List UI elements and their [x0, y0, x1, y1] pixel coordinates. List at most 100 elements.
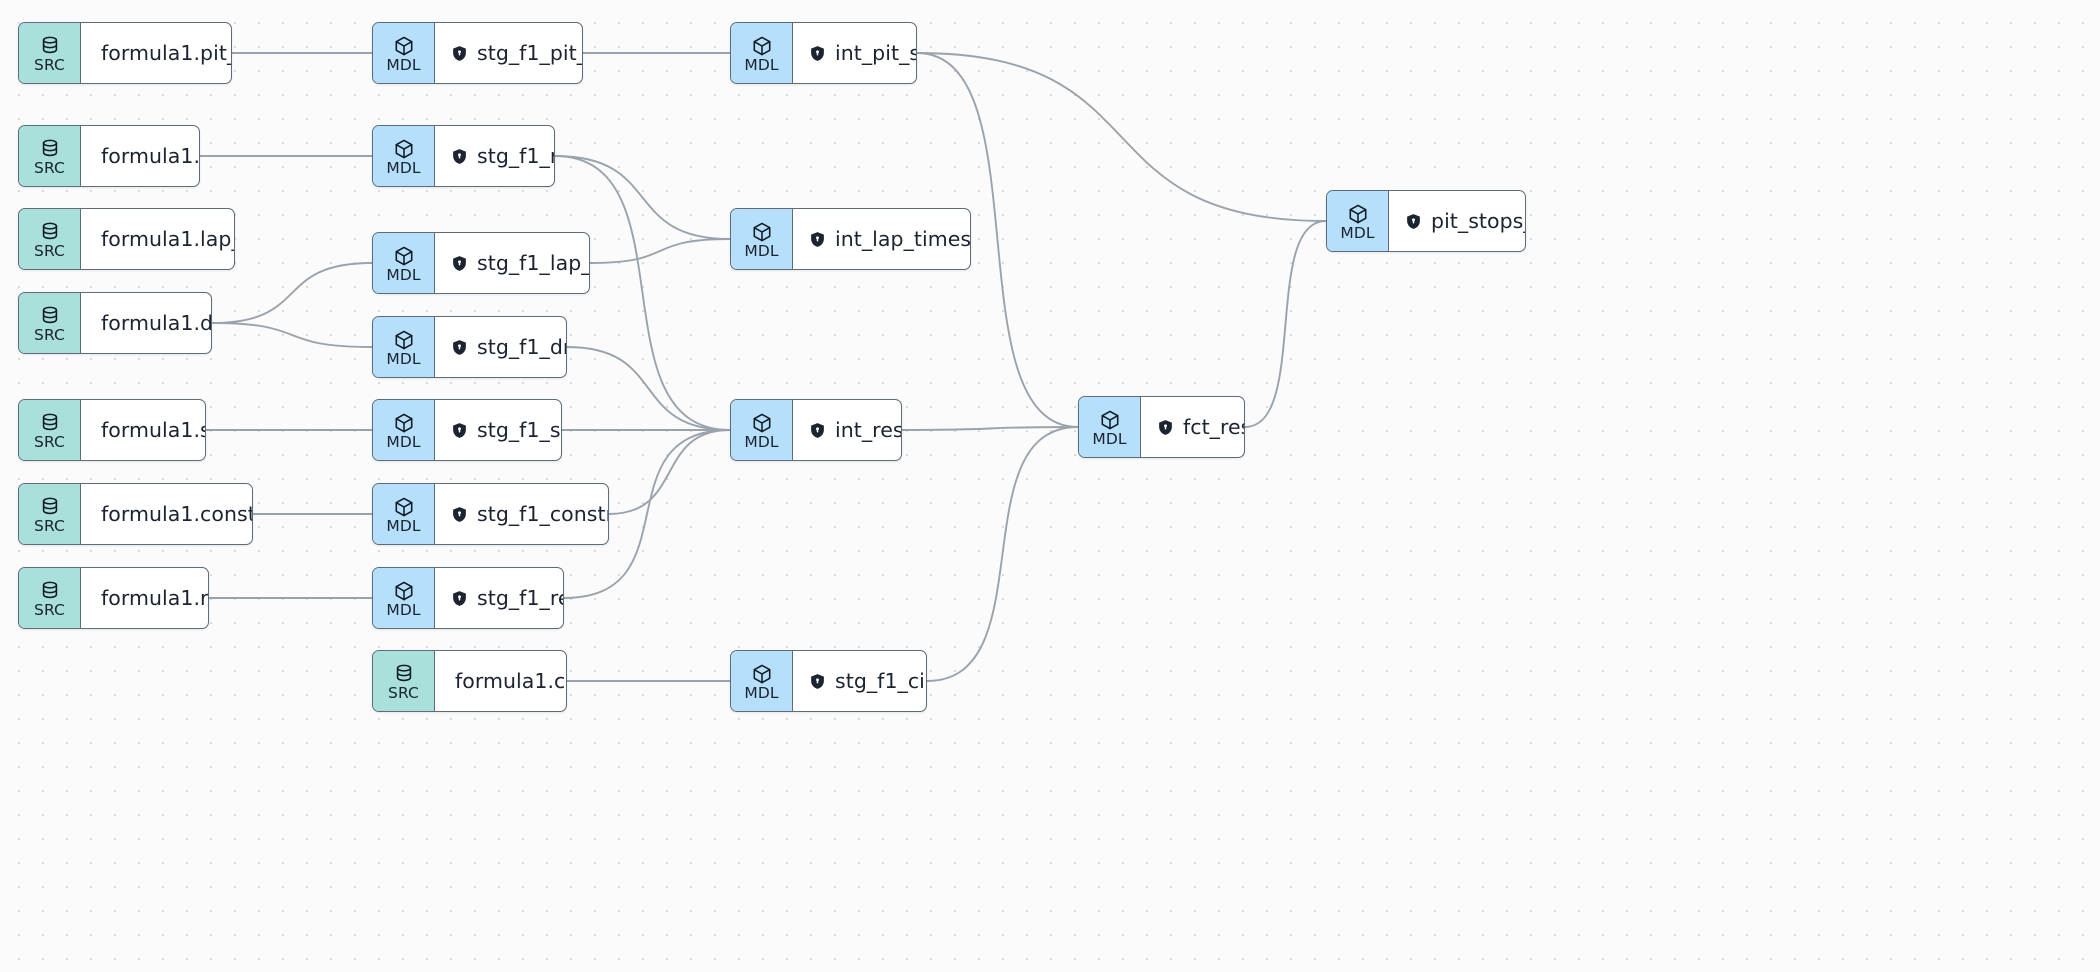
node-type-label: SRC [388, 683, 419, 702]
node-body[interactable]: stg_f1_lap_times [435, 233, 589, 293]
node-type-label: MDL [1340, 223, 1375, 242]
node-body[interactable]: formula1.constructors [81, 484, 252, 544]
node-type-label: SRC [34, 516, 65, 535]
edge-fct_results-to-pit_stops_joined [1244, 220, 1327, 428]
node-body[interactable]: formula1.drivers [81, 293, 212, 353]
node-label: formula1.lap_times [101, 226, 234, 251]
node-body[interactable]: int_pit_stops [793, 23, 916, 83]
node-body[interactable]: stg_f1_results [435, 568, 563, 628]
node-body[interactable]: stg_f1_pit_stops [435, 23, 582, 83]
node-body[interactable]: int_lap_times_years [793, 209, 971, 269]
lineage-node-src_status[interactable]: SRC formula1.status [18, 399, 206, 461]
edge-int_pit_stops-to-pit_stops_joined [916, 52, 1327, 222]
database-cylinder-icon [39, 496, 61, 518]
lineage-node-fct_results[interactable]: MDL fct_results [1078, 396, 1245, 458]
lineage-node-src_lap_times[interactable]: SRC formula1.lap_times [18, 208, 235, 270]
node-body[interactable]: formula1.circuits [435, 651, 566, 711]
node-body[interactable]: stg_f1_circuits [793, 651, 926, 711]
node-type-label: MDL [386, 55, 421, 74]
shield-lock-icon [451, 506, 468, 523]
lineage-node-int_pit_stops[interactable]: MDL int_pit_stops [730, 22, 917, 84]
shield-lock-icon [1405, 213, 1422, 230]
node-type-label: MDL [386, 349, 421, 368]
node-type-badge: MDL [731, 209, 793, 269]
database-cylinder-icon [39, 580, 61, 602]
cube-icon [751, 221, 773, 243]
lineage-node-stg_pit_stops[interactable]: MDL stg_f1_pit_stops [372, 22, 583, 84]
lineage-node-stg_circuits[interactable]: MDL stg_f1_circuits [730, 650, 927, 712]
node-label: int_pit_stops [835, 40, 916, 65]
lineage-node-stg_lap_times[interactable]: MDL stg_f1_lap_times [372, 232, 590, 294]
node-body[interactable]: formula1.pit_stops [81, 23, 231, 83]
node-type-label: MDL [744, 55, 779, 74]
lineage-node-int_lap_times_years[interactable]: MDL int_lap_times_years [730, 208, 971, 270]
node-type-badge: SRC [19, 126, 81, 186]
node-type-label: SRC [34, 600, 65, 619]
node-body[interactable]: stg_f1_races [435, 126, 554, 186]
cube-icon [1347, 203, 1369, 225]
node-type-badge: MDL [731, 23, 793, 83]
lineage-node-src_drivers[interactable]: SRC formula1.drivers [18, 292, 212, 354]
node-type-label: MDL [386, 600, 421, 619]
node-body[interactable]: stg_f1_drivers [435, 317, 566, 377]
cube-icon [751, 35, 773, 57]
node-type-label: MDL [386, 432, 421, 451]
node-type-label: MDL [744, 241, 779, 260]
node-body[interactable]: formula1.lap_times [81, 209, 234, 269]
lineage-node-src_races[interactable]: SRC formula1.races [18, 125, 200, 187]
node-label: pit_stops_joined [1431, 208, 1525, 233]
database-cylinder-icon [39, 305, 61, 327]
node-label: stg_f1_races [477, 143, 554, 168]
node-body[interactable]: pit_stops_joined [1389, 191, 1525, 251]
shield-lock-icon [809, 231, 826, 248]
lineage-node-stg_results[interactable]: MDL stg_f1_results [372, 567, 564, 629]
lineage-node-stg_races[interactable]: MDL stg_f1_races [372, 125, 555, 187]
cube-icon [1099, 409, 1121, 431]
lineage-node-src_pit_stops[interactable]: SRC formula1.pit_stops [18, 22, 232, 84]
node-body[interactable]: fct_results [1141, 397, 1244, 457]
node-label: formula1.constructors [101, 501, 252, 526]
shield-lock-icon [809, 45, 826, 62]
node-type-badge: SRC [19, 23, 81, 83]
cube-icon [393, 35, 415, 57]
cube-icon [751, 412, 773, 434]
node-body[interactable]: int_results [793, 400, 901, 460]
lineage-node-pit_stops_joined[interactable]: MDL pit_stops_joined [1326, 190, 1526, 252]
node-body[interactable]: formula1.status [81, 400, 205, 460]
shield-lock-icon [451, 590, 468, 607]
node-type-badge: SRC [19, 484, 81, 544]
node-body[interactable]: stg_f1_status [435, 400, 561, 460]
edge-stg_circuits-to-fct_results [926, 426, 1079, 682]
lineage-node-stg_drivers[interactable]: MDL stg_f1_drivers [372, 316, 567, 378]
lineage-node-stg_status[interactable]: MDL stg_f1_status [372, 399, 562, 461]
node-type-badge: MDL [373, 317, 435, 377]
node-label: fct_results [1183, 414, 1244, 439]
node-type-label: MDL [744, 683, 779, 702]
node-type-label: MDL [386, 516, 421, 535]
lineage-node-src_constructors[interactable]: SRC formula1.constructors [18, 483, 253, 545]
edge-stg_drivers-to-int_results [566, 346, 731, 431]
node-type-label: MDL [744, 432, 779, 451]
cube-icon [393, 245, 415, 267]
node-type-label: SRC [34, 325, 65, 344]
node-label: formula1.circuits [455, 668, 566, 693]
node-type-badge: MDL [373, 126, 435, 186]
node-label: stg_f1_pit_stops [477, 40, 582, 65]
lineage-node-src_results[interactable]: SRC formula1.results [18, 567, 209, 629]
node-body[interactable]: formula1.results [81, 568, 208, 628]
node-label: stg_f1_drivers [477, 334, 566, 359]
lineage-node-int_results[interactable]: MDL int_results [730, 399, 902, 461]
edge-src_drivers-to-stg_lap_times [211, 262, 373, 324]
node-label: formula1.drivers [101, 310, 212, 335]
node-body[interactable]: stg_f1_constructors [435, 484, 608, 544]
edge-stg_lap_times-to-int_lap_times_years [589, 238, 731, 264]
lineage-node-stg_constructors[interactable]: MDL stg_f1_constructors [372, 483, 609, 545]
node-type-badge: MDL [373, 568, 435, 628]
node-type-badge: MDL [373, 233, 435, 293]
node-body[interactable]: formula1.races [81, 126, 199, 186]
lineage-node-src_circuits[interactable]: SRC formula1.circuits [372, 650, 567, 712]
node-label: stg_f1_constructors [477, 501, 608, 526]
node-label: int_lap_times_years [835, 226, 971, 251]
